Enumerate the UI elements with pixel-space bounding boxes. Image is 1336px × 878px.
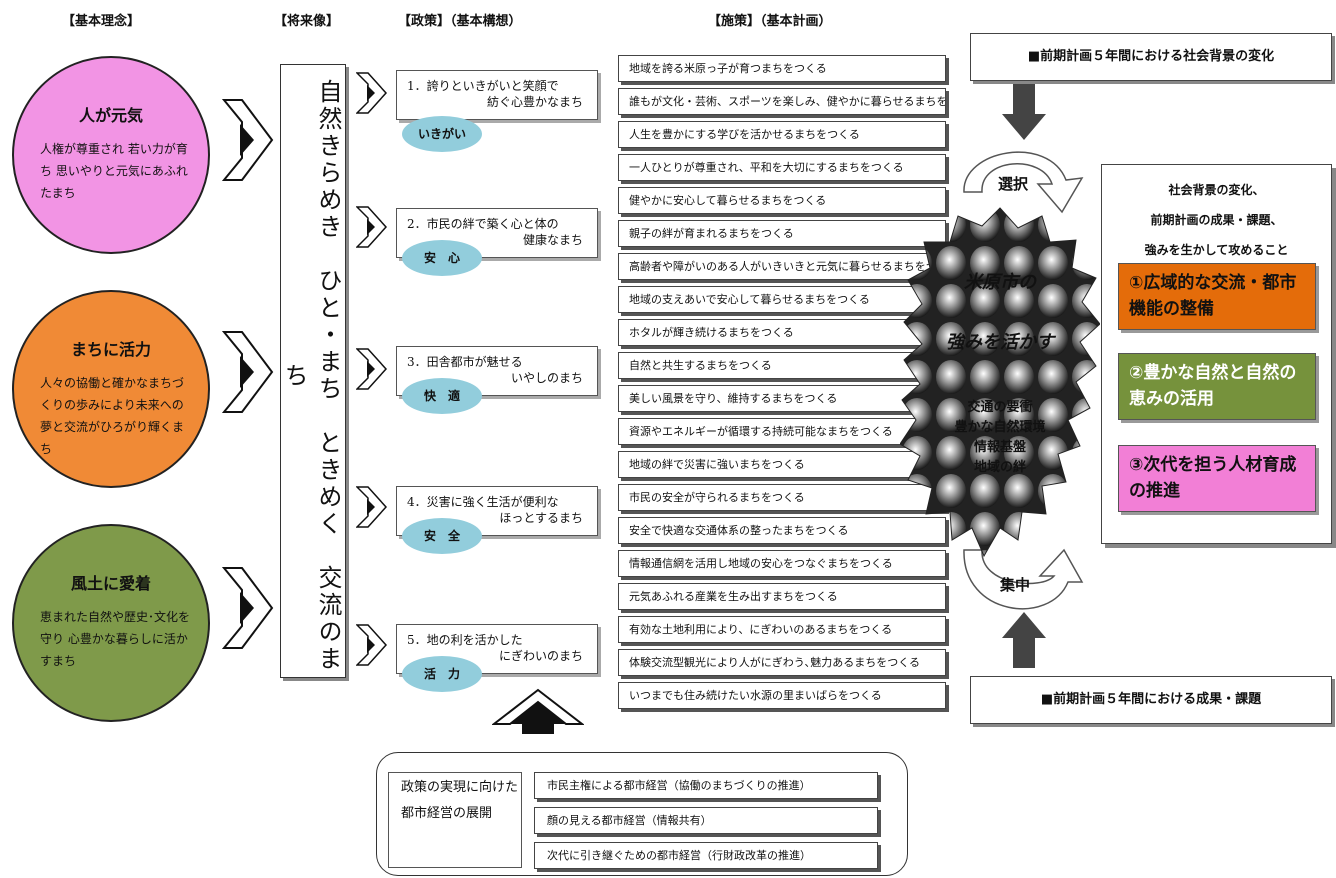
principle-circle: まちに活力 人々の協働と確かなまちづくりの歩みにより未来への夢と交流がひろがり輝… (12, 290, 210, 488)
vision-box: 自然きらめき ひと・まち ときめく 交流のまち (280, 64, 346, 678)
policy-line1: 3．田舎都市が魅せる (407, 355, 523, 369)
chevron-arrow-icon (222, 331, 274, 413)
policy-badge: 安 心 (402, 240, 482, 276)
header-measure: 【施策】（基本計画） (708, 14, 832, 29)
up-arrow-icon (492, 688, 584, 734)
chevron-arrow-icon (356, 624, 388, 666)
policy-line1: 1．誇りといきがいと笑顔で (407, 79, 559, 93)
strength-item: 豊かな自然環境 (954, 420, 1046, 435)
measure-item: 美しい風景を守り、維持するまちをつくる (618, 385, 946, 412)
measure-item: 資源やエネルギーが循環する持続可能なまちをつくる (618, 418, 946, 445)
principle-body: 人々の協働と確かなまちづくりの歩みにより未来への夢と交流がひろがり輝くまち (40, 376, 185, 456)
curved-arrow-icon (963, 548, 1084, 610)
measure-item: 高齢者や障がいのある人がいきいきと元気に暮らせるまちをつくる (618, 253, 946, 280)
measure-item: 地域の絆で災害に強いまちをつくる (618, 451, 946, 478)
results-issues-box: ■前期計画５年間における成果・課題 (970, 676, 1332, 724)
principle-circle: 風土に愛着 恵まれた自然や歴史･文化を守り 心豊かな暮らしに活かすまち (12, 524, 210, 722)
header-principle: 【基本理念】 (62, 14, 141, 29)
management-item: 次代に引き継ぐための都市経営（行財政改革の推進） (534, 842, 878, 869)
policy-line1: 5．地の利を活かした (407, 633, 523, 647)
strength-item: 情報基盤 (973, 440, 1026, 455)
chevron-arrow-icon (222, 99, 274, 181)
measure-item: 地域の支えあいで安心して暮らせるまちをつくる (618, 286, 946, 313)
chevron-arrow-icon (356, 206, 388, 248)
principle-title: まちに活力 (70, 340, 151, 359)
strategy-item: ②豊かな自然と自然の恵みの活用 (1118, 353, 1316, 420)
strategy-head-line: 社会背景の変化、 (1168, 183, 1265, 197)
header-vision: 【将来像】 (274, 14, 340, 29)
center-title-line1: 米原市の (964, 272, 1036, 293)
social-change-box: ■前期計画５年間における社会背景の変化 (970, 33, 1332, 81)
measure-item: 有効な土地利用により、にぎわいのあるまちをつくる (618, 616, 946, 643)
policy-line2: いやしのまち (510, 371, 583, 385)
policy-badge: 活 力 (402, 656, 482, 692)
strategy-head-line: 前期計画の成果・課題、 (1150, 213, 1283, 227)
policy-badge: いきがい (402, 116, 482, 152)
measure-item: 元気あふれる産業を生み出すまちをつくる (618, 583, 946, 610)
chevron-arrow-icon (356, 72, 388, 114)
measure-item: 情報通信網を活用し地域の安心をつなぐまちをつくる (618, 550, 946, 577)
principle-body: 恵まれた自然や歴史･文化を守り 心豊かな暮らしに活かすまち (40, 610, 191, 668)
policy-badge: 安 全 (402, 518, 482, 554)
measure-item: 体験交流型観光により人がにぎわう､魅力あるまちをつくる (618, 649, 946, 676)
management-item: 市民主権による都市経営（協働のまちづくりの推進） (534, 772, 878, 799)
policy-badge: 快 適 (402, 378, 482, 414)
strategy-item: ③次代を担う人材育成の推進 (1118, 445, 1316, 512)
principle-body: 人権が尊重され 若い力が育ち 思いやりと元気にあふれたまち (40, 142, 188, 200)
policy-line2: ほっとするまち (499, 511, 583, 525)
center-title-line2: 強みを活かす (946, 332, 1054, 353)
up-arrow-icon (1002, 612, 1046, 668)
measure-item: ホタルが輝き続けるまちをつくる (618, 319, 946, 346)
management-item: 顔の見える都市経営（情報共有） (534, 807, 878, 834)
policy-box: 1．誇りといきがいと笑顔で 紡ぐ心豊かなまち (396, 70, 598, 120)
management-label: 政策の実現に向けた都市経営の展開 (388, 772, 522, 868)
measure-item: 親子の絆が育まれるまちをつくる (618, 220, 946, 247)
policy-box: 5．地の利を活かした にぎわいのまち (396, 624, 598, 674)
measure-item: 地域を誇る米原っ子が育つまちをつくる (618, 55, 946, 82)
measure-item: 誰もが文化・芸術、スポーツを楽しみ、健やかに暮らせるまちをつくる (618, 88, 946, 115)
header-policy: 【政策】（基本構想） (398, 14, 522, 29)
policy-line1: 4．災害に強く生活が便利な (407, 495, 559, 509)
strategy-item: ①広域的な交流・都市機能の整備 (1118, 263, 1316, 330)
chevron-arrow-icon (222, 567, 274, 649)
measure-item: いつまでも住み続けたい水源の里まいばらをつくる (618, 682, 946, 709)
vision-text: 自然きらめき ひと・まち ときめく 交流のまち (280, 79, 342, 673)
strength-item: 交通の要衝 (967, 400, 1033, 415)
measure-item: 健やかに安心して暮らせるまちをつくる (618, 187, 946, 214)
principle-title: 風土に愛着 (70, 574, 151, 593)
measure-item: 自然と共生するまちをつくる (618, 352, 946, 379)
curved-arrow-icon (963, 151, 1084, 214)
principle-circle: 人が元気 人権が尊重され 若い力が育ち 思いやりと元気にあふれたまち (12, 56, 210, 254)
policy-line1: 2．市民の絆で築く心と体の (407, 217, 559, 231)
strength-burst (900, 207, 1100, 558)
measure-item: 安全で快適な交通体系の整ったまちをつくる (618, 517, 946, 544)
strategy-head-line: 強みを生かして攻めること (1144, 243, 1289, 257)
measure-item: 一人ひとりが尊重され、平和を大切にするまちをつくる (618, 154, 946, 181)
chevron-arrow-icon (356, 348, 388, 390)
policy-line2: 紡ぐ心豊かなまち (486, 95, 583, 109)
measure-item: 市民の安全が守られるまちをつくる (618, 484, 946, 511)
focus-label: 集中 (1000, 576, 1031, 594)
principle-title: 人が元気 (78, 106, 143, 125)
down-arrow-icon (1002, 84, 1046, 140)
chevron-arrow-icon (356, 486, 388, 528)
policy-line2: にぎわいのまち (498, 649, 583, 663)
measure-item: 人生を豊かにする学びを活かせるまちをつくる (618, 121, 946, 148)
strategy-panel: 社会背景の変化、 前期計画の成果・課題、 強みを生かして攻めること ①広域的な交… (1101, 164, 1332, 544)
policy-line2: 健康なまち (522, 233, 583, 247)
select-label: 選択 (998, 175, 1029, 193)
strength-item: 地域の絆 (973, 460, 1026, 475)
